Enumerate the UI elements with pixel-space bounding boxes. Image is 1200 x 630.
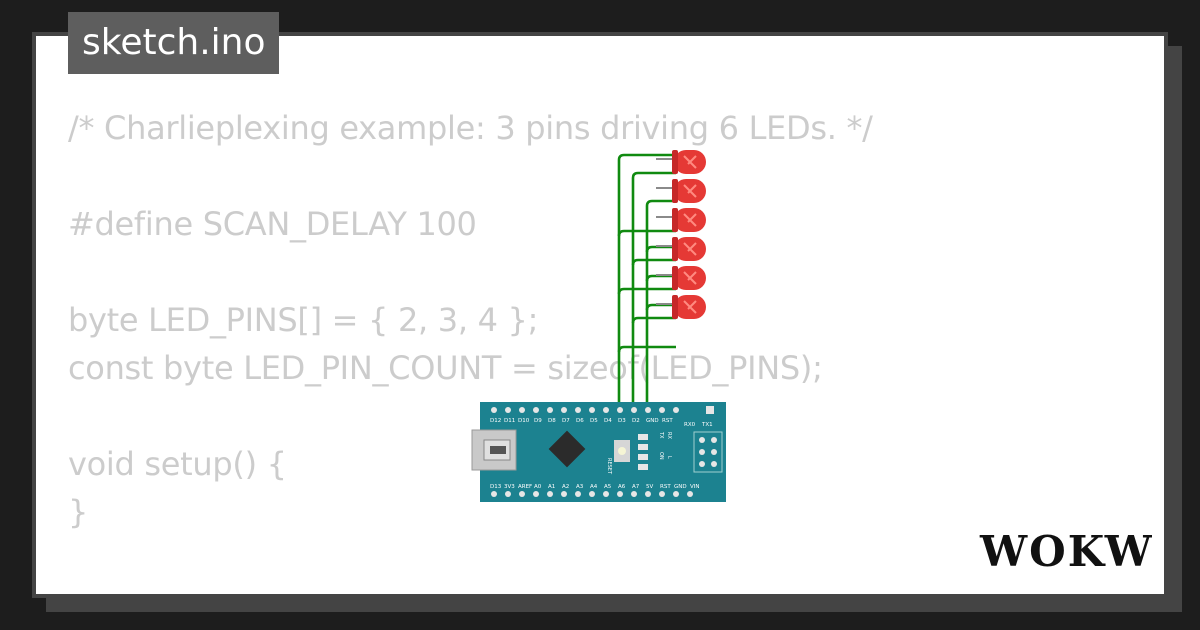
- pin-d13: D13: [490, 484, 502, 490]
- top-pin-row: [491, 406, 714, 414]
- code-line-9: }: [68, 493, 89, 531]
- pin-gnd-bottom: GND: [674, 484, 687, 490]
- arduino-nano-board[interactable]: D12 D11 D10 D9 D8 D7 D6 D5 D4 D3 D2 GND …: [471, 402, 726, 502]
- status-leds: TX RX ON L: [638, 431, 672, 470]
- logo-text: WOKWi: [979, 527, 1152, 576]
- pin-rst-top: RST: [662, 418, 673, 424]
- code-line-5: byte LED_PINS[] = { 2, 3, 4 };: [68, 301, 539, 339]
- pin-d11: D11: [504, 418, 515, 424]
- code-line-10: [68, 536, 873, 584]
- led-label-rx: RX: [666, 432, 672, 439]
- led-label-on: ON: [658, 452, 664, 460]
- pin-d12: D12: [490, 418, 501, 424]
- pin-tx1: TX1: [701, 422, 713, 428]
- led-5[interactable]: [672, 266, 706, 290]
- pin-a3: A3: [576, 484, 584, 490]
- pin-a0: A0: [534, 484, 542, 490]
- pin-vin: VIN: [690, 484, 700, 490]
- pin-d8: D8: [548, 418, 556, 424]
- code-line-6: const byte LED_PIN_COUNT = sizeof(LED_PI…: [68, 349, 823, 387]
- wokwi-logo: WOKWi: [979, 527, 1152, 576]
- pin-a2: A2: [562, 484, 569, 490]
- pin-d7: D7: [562, 418, 570, 424]
- bottom-pin-labels: D13 3V3 AREF A0 A1 A2 A3 A4 A5 A6 A7 5V …: [490, 484, 700, 490]
- code-line-8: void setup() {: [68, 445, 287, 483]
- led-3[interactable]: [672, 208, 706, 232]
- pin-rst-bottom: RST: [660, 484, 671, 490]
- led-6[interactable]: [672, 295, 706, 319]
- pin-d10: D10: [518, 418, 530, 424]
- icsp-header: [693, 431, 723, 473]
- code-line-1: /* Charlieplexing example: 3 pins drivin…: [68, 109, 873, 147]
- pin-d4: D4: [604, 418, 612, 424]
- microcontroller-chip: [548, 430, 586, 468]
- led-2[interactable]: [672, 179, 706, 203]
- pin-d5: D5: [590, 418, 598, 424]
- wires: [617, 153, 676, 408]
- bottom-pin-row: [491, 491, 693, 497]
- pin-a5: A5: [604, 484, 612, 490]
- reset-label: RESET: [606, 458, 612, 475]
- pin-aref: AREF: [518, 484, 532, 490]
- pin-d6: D6: [576, 418, 584, 424]
- circuit-diagram[interactable]: D12 D11 D10 D9 D8 D7 D6 D5 D4 D3 D2 GND …: [470, 140, 740, 510]
- led-label-l: L: [666, 456, 672, 459]
- top-pin-labels: D12 D11 D10 D9 D8 D7 D6 D5 D4 D3 D2 GND …: [490, 418, 713, 428]
- pin-a4: A4: [590, 484, 598, 490]
- code-line-3: #define SCAN_DELAY 100: [68, 205, 477, 243]
- pin-d3: D3: [618, 418, 626, 424]
- usb-connector: [471, 429, 517, 471]
- pin-a7: A7: [632, 484, 640, 490]
- led-1[interactable]: [672, 150, 706, 174]
- pin-a1: A1: [548, 484, 555, 490]
- led-4[interactable]: [672, 237, 706, 261]
- pin-rx0: RX0: [684, 422, 696, 428]
- pin-d9: D9: [534, 418, 542, 424]
- pin-gnd-top: GND: [646, 418, 659, 424]
- file-tab-sketch[interactable]: sketch.ino: [68, 12, 280, 74]
- editor-frame: /* Charlieplexing example: 3 pins drivin…: [32, 32, 1168, 598]
- led-label-tx: TX: [658, 431, 664, 439]
- pin-a6: A6: [618, 484, 626, 490]
- code-editor[interactable]: /* Charlieplexing example: 3 pins drivin…: [68, 104, 873, 594]
- pin-d2: D2: [632, 418, 640, 424]
- reset-button[interactable]: RESET: [606, 440, 630, 475]
- pin-5v: 5V: [646, 484, 653, 490]
- code-line-11: void loop() {: [68, 584, 873, 594]
- pin-3v3: 3V3: [504, 484, 515, 490]
